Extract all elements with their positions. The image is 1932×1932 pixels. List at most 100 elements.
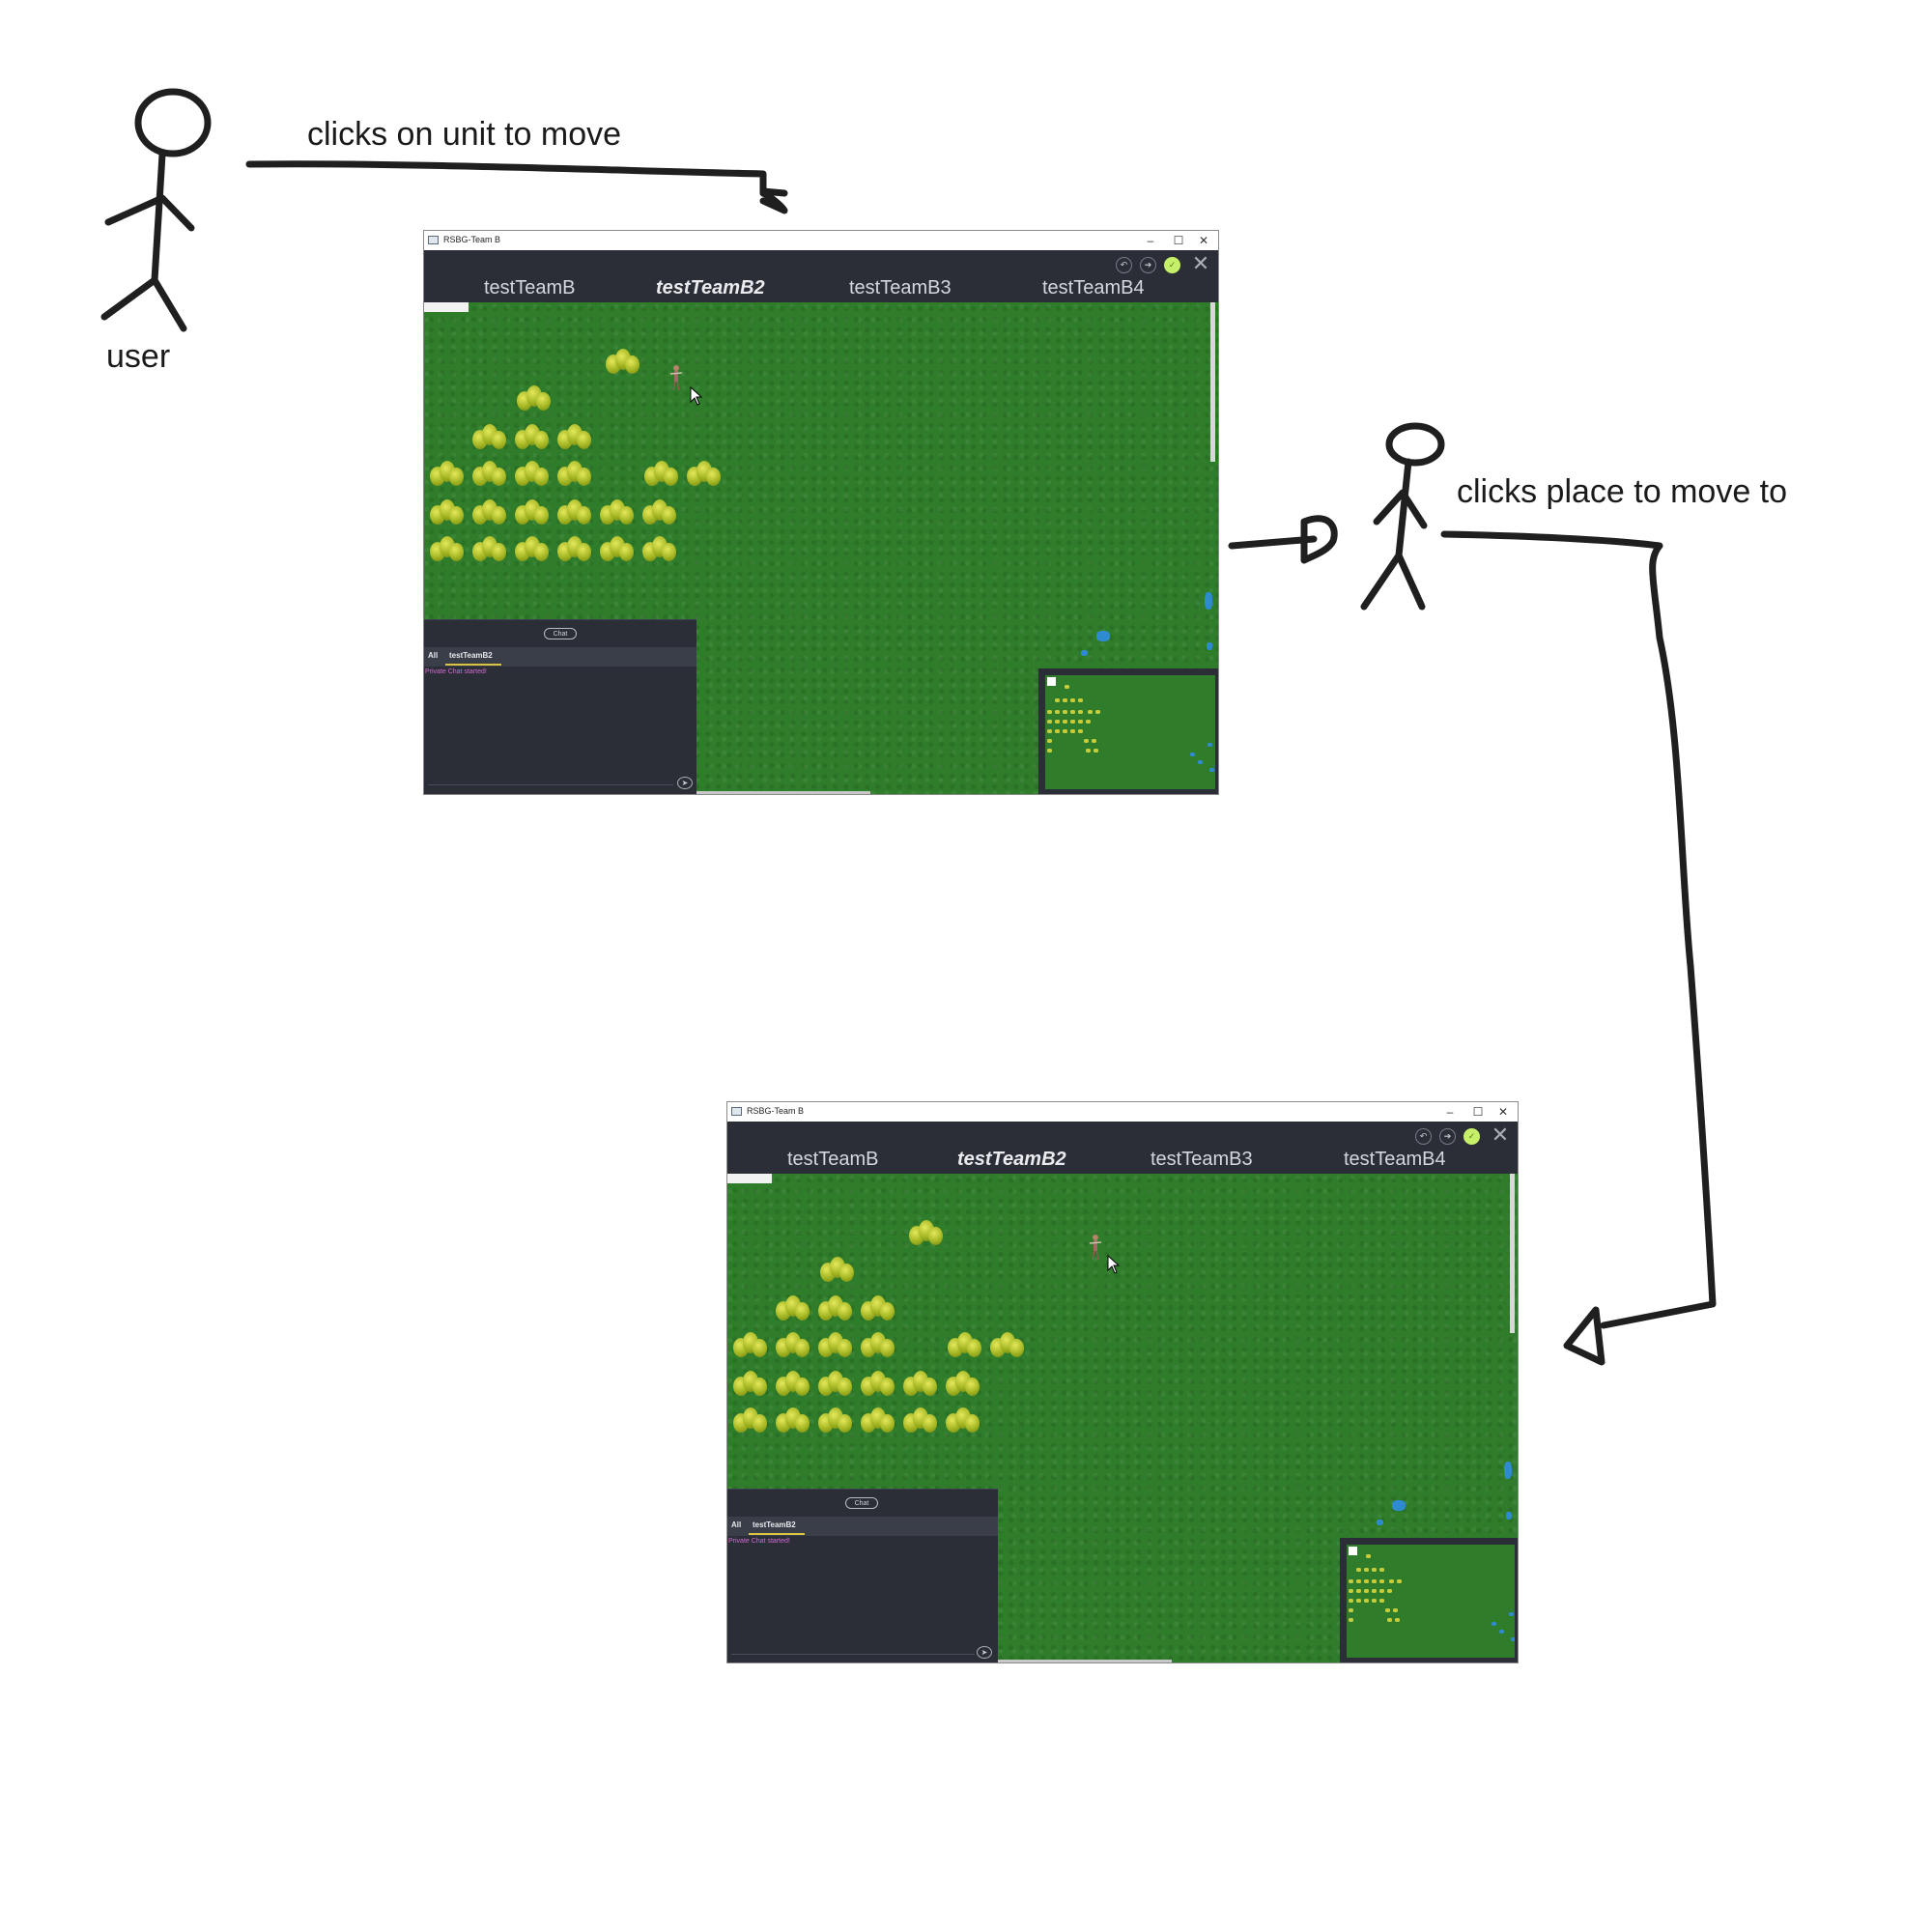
minimap-tree	[1092, 739, 1096, 743]
game-window-before: RSBG-Team B – ☐ ✕ testTeamB testTeamB2 t…	[423, 230, 1219, 795]
confirm-icon[interactable]: ✓	[1463, 1128, 1480, 1145]
water-tile	[1506, 1512, 1512, 1520]
chat-tab-underline	[445, 664, 501, 666]
water-tile	[1205, 592, 1212, 610]
minimap-tree	[1379, 1589, 1384, 1593]
team-tab[interactable]: testTeamB	[484, 277, 576, 298]
minimap-water	[1509, 1612, 1514, 1616]
team-tab-active[interactable]: testTeamB2	[656, 277, 765, 298]
chat-tab-team[interactable]: testTeamB2	[449, 651, 493, 660]
water-tile	[1096, 631, 1110, 641]
confirm-icon[interactable]: ✓	[1164, 257, 1180, 273]
minimap-tree	[1366, 1554, 1371, 1558]
map-vertical-scrollbar[interactable]	[1210, 302, 1215, 462]
chat-tab-team[interactable]: testTeamB2	[753, 1520, 796, 1529]
map-horizontal-scrollbar[interactable]	[696, 791, 870, 794]
chat-tab-all[interactable]: All	[731, 1520, 742, 1529]
minimap-tree	[1094, 749, 1098, 753]
tree	[944, 1406, 980, 1436]
chat-tab-bar: All testTeamB2	[727, 1517, 998, 1536]
minimap-tree	[1372, 1579, 1377, 1583]
tree	[816, 1369, 853, 1400]
minimap-water	[1209, 768, 1214, 772]
map-horizontal-scrollbar[interactable]	[998, 1660, 1172, 1662]
send-icon[interactable]: ➤	[977, 1646, 992, 1659]
tree	[859, 1293, 895, 1324]
tree	[731, 1406, 768, 1436]
tree	[555, 422, 592, 453]
tree	[901, 1369, 938, 1400]
tree	[555, 534, 592, 565]
chat-panel: Chat All testTeamB2 Private Chat started…	[424, 619, 696, 794]
tree	[513, 459, 550, 490]
window-close-button[interactable]: ✕	[1497, 1105, 1509, 1119]
chat-input-line[interactable]	[731, 1654, 975, 1655]
window-titlebar: RSBG-Team B – ☐ ✕	[424, 231, 1218, 251]
window-close-button[interactable]: ✕	[1198, 234, 1209, 247]
maximize-button[interactable]: ☐	[1472, 1105, 1484, 1119]
mouse-cursor	[690, 386, 703, 406]
water-tile	[1207, 642, 1212, 650]
redo-icon[interactable]: ➔	[1439, 1128, 1456, 1145]
close-icon[interactable]: ✕	[1191, 251, 1210, 275]
chat-toggle-button[interactable]: Chat	[845, 1497, 878, 1509]
game-map[interactable]: Chat All testTeamB2 Private Chat started…	[727, 1174, 1518, 1662]
minimap-water	[1198, 760, 1203, 764]
chat-toggle-button[interactable]: Chat	[544, 628, 577, 639]
team-tab[interactable]: testTeamB	[787, 1149, 879, 1170]
minimap-tree	[1387, 1589, 1392, 1593]
team-tab[interactable]: testTeamB4	[1344, 1149, 1446, 1170]
game-map[interactable]: Chat All testTeamB2 Private Chat started…	[424, 302, 1218, 794]
tree	[515, 384, 552, 414]
minimap-water	[1208, 743, 1212, 747]
minimap-tree	[1065, 685, 1069, 689]
undo-icon[interactable]: ↶	[1415, 1128, 1432, 1145]
minimap-tree	[1349, 1599, 1353, 1603]
tree	[946, 1330, 982, 1361]
minimize-button[interactable]: –	[1446, 1105, 1454, 1119]
chat-tab-all[interactable]: All	[428, 651, 439, 660]
tree	[598, 534, 635, 565]
minimap-tree	[1379, 1568, 1384, 1572]
map-label-tag	[727, 1174, 772, 1183]
undo-icon[interactable]: ↶	[1116, 257, 1132, 273]
maximize-button[interactable]: ☐	[1173, 234, 1184, 247]
minimap-tree	[1356, 1589, 1361, 1593]
team-tab[interactable]: testTeamB3	[849, 277, 952, 298]
map-vertical-scrollbar[interactable]	[1510, 1174, 1515, 1333]
arrow-step1	[245, 160, 788, 214]
minimap-tree	[1395, 1618, 1400, 1622]
mouse-cursor	[1107, 1255, 1121, 1274]
minimize-button[interactable]: –	[1147, 234, 1154, 247]
minimap-tree	[1070, 698, 1075, 702]
tree	[859, 1406, 895, 1436]
minimap-view	[1045, 675, 1215, 789]
chat-input-line[interactable]	[428, 784, 673, 785]
tree	[598, 497, 635, 528]
send-icon[interactable]: ➤	[677, 777, 693, 789]
team-tab-active[interactable]: testTeamB2	[957, 1149, 1066, 1170]
water-tile	[1377, 1520, 1383, 1525]
water-tile	[1504, 1462, 1512, 1479]
moved-unit[interactable]	[1089, 1234, 1102, 1261]
game-window-after: RSBG-Team B – ☐ ✕ testTeamB testTeamB2 t…	[726, 1101, 1519, 1663]
minimap[interactable]	[1038, 668, 1218, 794]
tree	[513, 497, 550, 528]
minimap-tree	[1047, 739, 1052, 743]
team-tab[interactable]: testTeamB3	[1151, 1149, 1253, 1170]
minimap-tree	[1379, 1579, 1384, 1583]
chat-tab-bar: All testTeamB2	[424, 647, 696, 667]
chat-system-message: Private Chat started!	[728, 1538, 790, 1545]
minimap-tree	[1393, 1608, 1398, 1612]
close-icon[interactable]: ✕	[1491, 1122, 1510, 1147]
tree	[640, 534, 677, 565]
minimap-tree	[1349, 1579, 1353, 1583]
selected-unit[interactable]	[669, 364, 683, 391]
minimap[interactable]	[1340, 1538, 1518, 1662]
tree	[907, 1218, 944, 1249]
tree	[816, 1406, 853, 1436]
tree	[859, 1369, 895, 1400]
team-tab[interactable]: testTeamB4	[1042, 277, 1145, 298]
redo-icon[interactable]: ➔	[1140, 257, 1156, 273]
